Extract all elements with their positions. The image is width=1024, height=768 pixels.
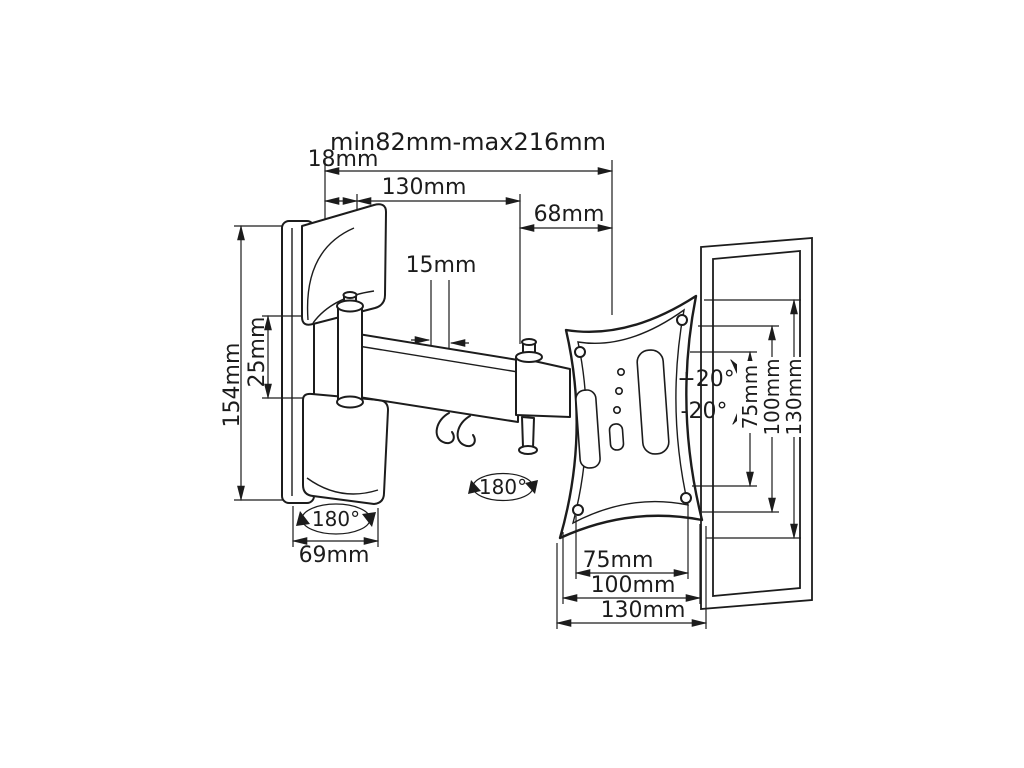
vesa-hole-top-right <box>676 314 688 326</box>
dim-label-180-wall: 180° <box>312 507 360 531</box>
dim-label-tilt-down: -20° <box>681 399 728 424</box>
swivel-indicator-plate: 180° <box>468 472 538 502</box>
dim-label-130mm-arm: 130mm <box>382 175 467 200</box>
dim-label-18mm: 18mm <box>308 147 379 172</box>
dim-label-180-plate: 180° <box>479 475 527 499</box>
tv-outline <box>700 237 813 610</box>
dim-label-69mm: 69mm <box>299 543 370 568</box>
dim-label-25mm: 25mm <box>245 317 270 388</box>
dim-label-tilt-up: +20° <box>677 367 734 392</box>
dim-label-vesa-v-100mm: 100mm <box>760 358 784 435</box>
dim-label-vesa-v-75mm: 75mm <box>738 365 762 429</box>
dim-vesa-vertical-130: 130mm <box>781 357 807 437</box>
dim-vesa-vertical-75: 75mm <box>737 361 763 433</box>
dim-label-vesa-h-75mm: 75mm <box>583 548 654 573</box>
dim-label-vesa-h-100mm: 100mm <box>591 573 676 598</box>
vesa-slot-left <box>575 389 601 469</box>
dim-label-68mm: 68mm <box>534 202 605 227</box>
vesa-slot-right <box>636 349 670 455</box>
top-clamp <box>301 203 387 326</box>
vesa-hole-bottom-left <box>572 504 584 516</box>
vesa-plate <box>558 294 704 540</box>
dim-vesa-vertical-100: 100mm <box>759 357 785 437</box>
swivel-indicator-wall: 180° <box>296 503 376 535</box>
vesa-hole-top-left <box>574 346 586 358</box>
dim-label-154mm: 154mm <box>220 343 245 428</box>
dim-label-overall: min82mm-max216mm <box>330 128 606 156</box>
wall-hinge <box>336 291 364 409</box>
plate-joint <box>515 338 571 455</box>
dim-label-vesa-h-130mm: 130mm <box>601 598 686 623</box>
vesa-hole-bottom-right <box>680 492 692 504</box>
tilt-indicator: +20° -20° <box>677 358 745 426</box>
cable-hooks <box>435 412 476 448</box>
dimension-annotations: min82mm-max216mm 18mm 130mm 68mm 15mm 15… <box>220 128 807 629</box>
bottom-clamp <box>302 392 389 505</box>
dim-label-vesa-v-130mm: 130mm <box>782 358 806 435</box>
dim-label-15mm: 15mm <box>406 253 477 278</box>
